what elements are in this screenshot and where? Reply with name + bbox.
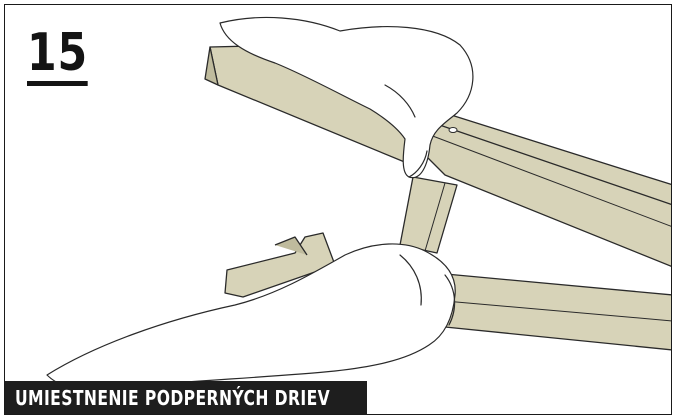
caption-text: UMIESTNENIE PODPERNÝCH DRIEV <box>15 386 330 410</box>
instruction-panel: 15 UMIESTNENIE PODPERNÝCH DRIEV <box>4 4 672 415</box>
step-number: 15 <box>27 27 88 86</box>
caption-bar: UMIESTNENIE PODPERNÝCH DRIEV <box>5 381 367 414</box>
lower-board-right <box>435 273 672 350</box>
support-batten <box>400 177 457 253</box>
assembly-illustration <box>5 5 672 415</box>
